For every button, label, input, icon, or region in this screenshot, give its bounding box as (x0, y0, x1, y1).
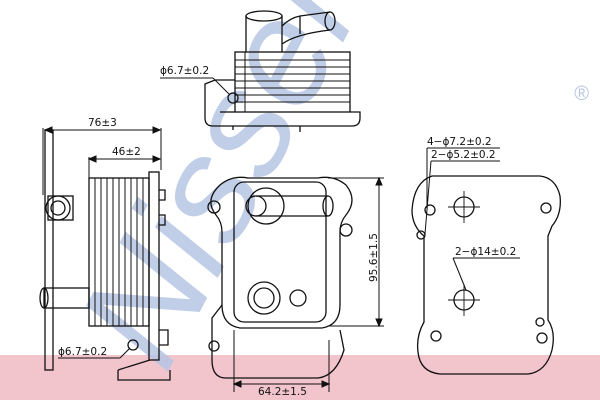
side-bottom-bracket (117, 359, 171, 381)
small-holes-label: 2−ϕ5.2±0.2 (431, 149, 496, 161)
front-top-port-ring (247, 187, 285, 225)
front-view (207, 176, 353, 379)
side-bracket-hole (127, 339, 139, 351)
overall-width-label: 76±3 (88, 117, 117, 129)
top-hole-label: ϕ6.7±0.2 (160, 65, 209, 77)
top-base-plate (204, 79, 361, 127)
top-hole-callout: ϕ6.7±0.2 (160, 65, 230, 95)
side-view (39, 129, 171, 381)
side-dimensions (42, 126, 162, 359)
main-holes-label: 2−ϕ14±0.2 (455, 246, 516, 258)
front-body (233, 181, 327, 323)
top-bracket-hole (227, 92, 239, 104)
top-fin-stack (234, 51, 351, 113)
gasket-small-hole-2 (535, 317, 545, 327)
body-width-label: 46±2 (112, 146, 141, 158)
front-top-pipe (256, 195, 328, 217)
registered-mark: ® (574, 83, 589, 105)
front-bolt-hole-left (207, 200, 221, 214)
side-flange (148, 171, 160, 361)
gasket-outline (411, 175, 561, 375)
top-view (204, 10, 361, 132)
front-bottom-port-ring (247, 281, 281, 315)
gasket-view (411, 175, 561, 375)
gasket-small-hole-1 (416, 230, 426, 240)
side-top-pipe (47, 195, 74, 221)
gasket-bolt-hole-4 (536, 332, 548, 344)
gasket-callouts (424, 147, 520, 291)
top-pipe-outline (245, 16, 283, 52)
front-bolt-hole-right (339, 223, 353, 237)
front-dimensions (232, 176, 384, 392)
front-small-port (289, 289, 307, 307)
base-width-label: 64.2±1.5 (258, 386, 307, 398)
side-top-pipe-bore (50, 200, 66, 216)
side-top-pipe-ring (45, 195, 71, 221)
top-pipe-end (245, 10, 283, 22)
gasket-bolt-hole-3 (430, 330, 442, 342)
front-bottom-bracket (211, 304, 345, 379)
gasket-bolt-hole-1 (424, 204, 436, 216)
top-elbow-end (324, 11, 336, 31)
side-left-plate (44, 129, 54, 371)
front-outer-flange (210, 176, 353, 329)
bottom-hole-label: ϕ6.7±0.2 (58, 346, 107, 358)
height-label: 95.6±1.5 (368, 233, 380, 282)
gasket-bolt-hole-2 (540, 202, 552, 214)
bolt-holes-label: 4−ϕ7.2±0.2 (427, 136, 492, 148)
